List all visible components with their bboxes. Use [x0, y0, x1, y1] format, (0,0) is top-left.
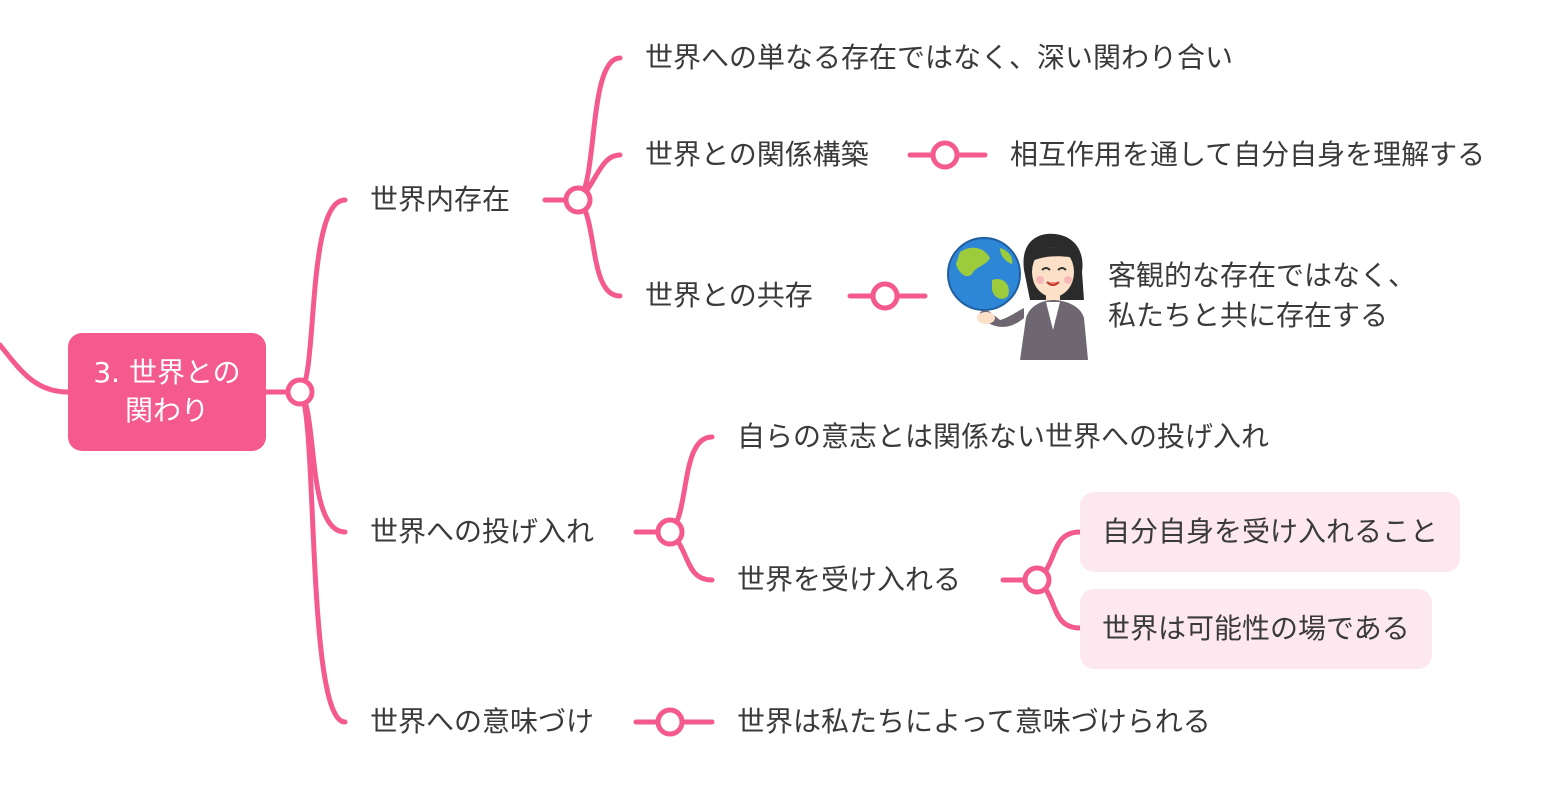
relation-node-dot	[930, 140, 960, 170]
node-coexistence[interactable]: 世界との共存	[645, 279, 813, 312]
edge-root-meaning	[297, 389, 348, 725]
root-node[interactable]: 3. 世界との 関わり	[68, 333, 266, 451]
projection-node-dot	[655, 517, 685, 547]
branch-giving-meaning[interactable]: 世界への意味づけ	[370, 705, 595, 738]
accept-node-dot	[1022, 565, 1052, 595]
coexist-node-dot	[870, 281, 900, 311]
root-node-line1: 3. 世界との	[93, 356, 241, 389]
node-meaning-given-by-us[interactable]: 世界は私たちによって意味づけられる	[737, 705, 1211, 738]
node-deep-involvement[interactable]: 世界への単なる存在ではなく、深い関わり合い	[645, 41, 1234, 74]
branch-being-in-the-world[interactable]: 世界内存在	[370, 183, 511, 216]
node-self-understanding[interactable]: 相互作用を通して自分自身を理解する	[1010, 138, 1486, 171]
coexistence-note-line2: 私たちと共に存在する	[1108, 299, 1389, 332]
root-node-dot	[285, 377, 315, 407]
node-accept-world[interactable]: 世界を受け入れる	[737, 563, 962, 596]
globe-icon	[947, 237, 1021, 311]
edge-projection-unwilled	[667, 434, 715, 535]
meaning-node-dot	[655, 707, 685, 737]
incoming-edge	[0, 342, 71, 395]
node-accept-self[interactable]: 自分自身を受け入れること	[1080, 492, 1461, 572]
node-coexistence-note[interactable]: 客観的な存在ではなく、 私たちと共に存在する	[1108, 256, 1416, 336]
woman-presenter-icon	[977, 233, 1088, 360]
branch-thrown-into-world[interactable]: 世界への投げ入れ	[370, 515, 595, 548]
node-unwilled-projection[interactable]: 自らの意志とは関係ない世界への投げ入れ	[737, 420, 1270, 453]
node-world-of-possibility[interactable]: 世界は可能性の場である	[1080, 589, 1432, 669]
coexistence-note-line1: 客観的な存在ではなく、	[1108, 259, 1417, 292]
edge-root-being	[297, 197, 348, 395]
edge-being-coexist	[575, 197, 623, 299]
node-relationship-building[interactable]: 世界との関係構築	[645, 138, 869, 171]
edge-being-deep	[575, 55, 623, 203]
root-node-line2: 関わり	[124, 394, 209, 427]
being-node-dot	[563, 185, 593, 215]
